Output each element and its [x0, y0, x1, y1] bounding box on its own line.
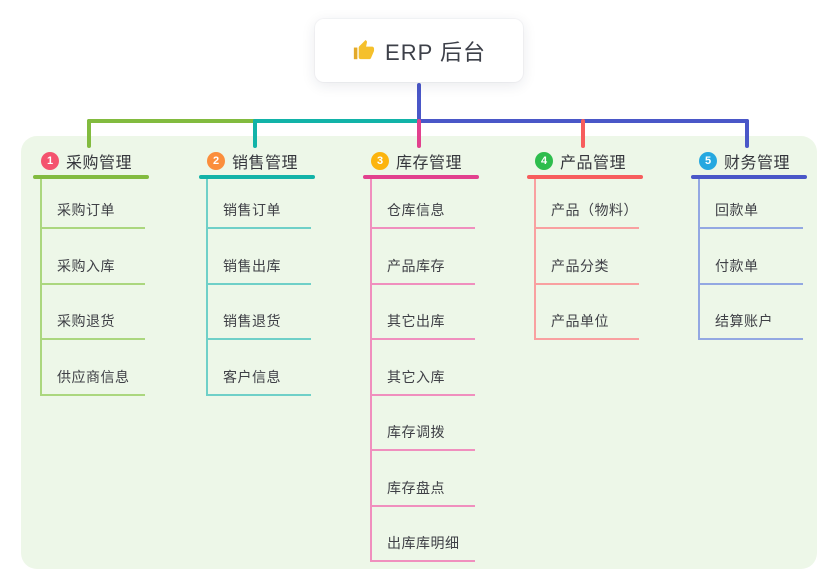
child-topic[interactable]: 付款单: [700, 229, 803, 285]
child-topic-label: 销售退货: [223, 313, 281, 329]
branch-underline: [691, 175, 807, 179]
branch-topic-label: 产品管理: [560, 154, 627, 172]
branch-number-badge: 4: [535, 151, 553, 170]
branch-drop-line: [87, 119, 91, 148]
branch-drop-line: [745, 119, 749, 148]
root-topic[interactable]: ERP 后台: [315, 19, 523, 82]
child-topic[interactable]: 结算账户: [700, 285, 803, 340]
child-topic[interactable]: 采购退货: [42, 285, 145, 340]
branch-topic-label: 财务管理: [724, 154, 791, 172]
child-topic[interactable]: 其它出库: [372, 285, 475, 340]
child-topic-label: 库存盘点: [387, 479, 445, 496]
branch-column-2: 2 销售管理 销售订单 销售出库 销售退货 客户信息: [199, 150, 319, 396]
child-topic-label: 采购入库: [57, 257, 115, 274]
branch-number-badge: 2: [207, 151, 225, 170]
child-topic-label: 仓库信息: [387, 202, 445, 218]
child-topic-label: 产品单位: [551, 313, 609, 329]
child-topic[interactable]: 其它入库: [372, 340, 475, 396]
child-topic-label: 采购退货: [57, 313, 115, 329]
child-topic[interactable]: 库存盘点: [372, 451, 475, 507]
branch-topic[interactable]: 5 财务管理: [691, 150, 811, 172]
branch-underline: [199, 175, 315, 179]
child-topic[interactable]: 采购入库: [42, 229, 145, 285]
branch-line-segment: [87, 119, 257, 123]
branch-topic-label: 销售管理: [232, 154, 299, 172]
branch-topic-label: 采购管理: [66, 154, 133, 172]
branch-children: 回款单 付款单 结算账户: [698, 179, 803, 340]
branch-number-badge: 1: [41, 151, 59, 170]
child-topic[interactable]: 回款单: [700, 179, 803, 229]
root-topic-label: ERP 后台: [385, 39, 486, 65]
child-topic[interactable]: 产品分类: [536, 229, 639, 285]
child-topic-label: 产品库存: [387, 257, 445, 274]
branch-underline: [33, 175, 149, 179]
child-topic-label: 其它出库: [387, 313, 445, 329]
child-topic-label: 库存调拨: [387, 424, 445, 440]
branch-number-badge: 3: [371, 151, 389, 170]
child-topic[interactable]: 出库库明细: [372, 507, 475, 562]
branch-children: 产品（物料） 产品分类 产品单位: [534, 179, 639, 340]
child-topic[interactable]: 产品单位: [536, 285, 639, 340]
thumbs-up-icon: [353, 39, 375, 60]
branch-drop-line: [417, 119, 421, 148]
child-topic[interactable]: 销售出库: [208, 229, 311, 285]
branch-topic[interactable]: 4 产品管理: [527, 150, 647, 172]
child-topic-label: 供应商信息: [57, 368, 130, 385]
branch-topic-label: 库存管理: [396, 154, 463, 172]
branch-topic[interactable]: 2 销售管理: [199, 150, 319, 172]
branch-drop-line: [253, 119, 257, 148]
child-topic-label: 付款单: [715, 257, 759, 274]
child-topic-label: 采购订单: [57, 202, 115, 218]
child-topic-label: 回款单: [715, 202, 759, 218]
branches-panel: [21, 136, 817, 569]
child-topic-label: 客户信息: [223, 368, 281, 385]
child-topic-label: 其它入库: [387, 368, 445, 385]
branch-column-4: 4 产品管理 产品（物料） 产品分类 产品单位: [527, 150, 647, 340]
branch-number-badge: 5: [699, 151, 717, 170]
branch-line-segment: [253, 119, 421, 123]
child-topic-label: 销售出库: [223, 257, 281, 274]
child-topic-label: 销售订单: [223, 202, 281, 218]
branch-children: 采购订单 采购入库 采购退货 供应商信息: [40, 179, 145, 396]
branch-topic[interactable]: 1 采购管理: [33, 150, 153, 172]
child-topic-label: 产品分类: [551, 257, 609, 274]
branch-underline: [363, 175, 479, 179]
trunk-line: [417, 83, 421, 123]
child-topic[interactable]: 供应商信息: [42, 340, 145, 396]
child-topic[interactable]: 销售订单: [208, 179, 311, 229]
branch-topic[interactable]: 3 库存管理: [363, 150, 483, 172]
branch-column-5: 5 财务管理 回款单 付款单 结算账户: [691, 150, 811, 340]
child-topic[interactable]: 仓库信息: [372, 179, 475, 229]
child-topic[interactable]: 采购订单: [42, 179, 145, 229]
child-topic-label: 产品（物料）: [551, 202, 638, 218]
branch-children: 销售订单 销售出库 销售退货 客户信息: [206, 179, 311, 396]
child-topic-label: 出库库明细: [387, 535, 460, 551]
branch-children: 仓库信息 产品库存 其它出库 其它入库 库存调拨 库存盘点 出库库明细: [370, 179, 475, 562]
branch-column-3: 3 库存管理 仓库信息 产品库存 其它出库 其它入库 库存调拨 库存盘点 出库库…: [363, 150, 483, 562]
child-topic-label: 结算账户: [715, 313, 773, 329]
child-topic[interactable]: 库存调拨: [372, 396, 475, 451]
branch-column-1: 1 采购管理 采购订单 采购入库 采购退货 供应商信息: [33, 150, 153, 396]
child-topic[interactable]: 产品（物料）: [536, 179, 639, 229]
child-topic[interactable]: 客户信息: [208, 340, 311, 396]
child-topic[interactable]: 产品库存: [372, 229, 475, 285]
branch-drop-line: [581, 119, 585, 148]
branch-underline: [527, 175, 643, 179]
child-topic[interactable]: 销售退货: [208, 285, 311, 340]
